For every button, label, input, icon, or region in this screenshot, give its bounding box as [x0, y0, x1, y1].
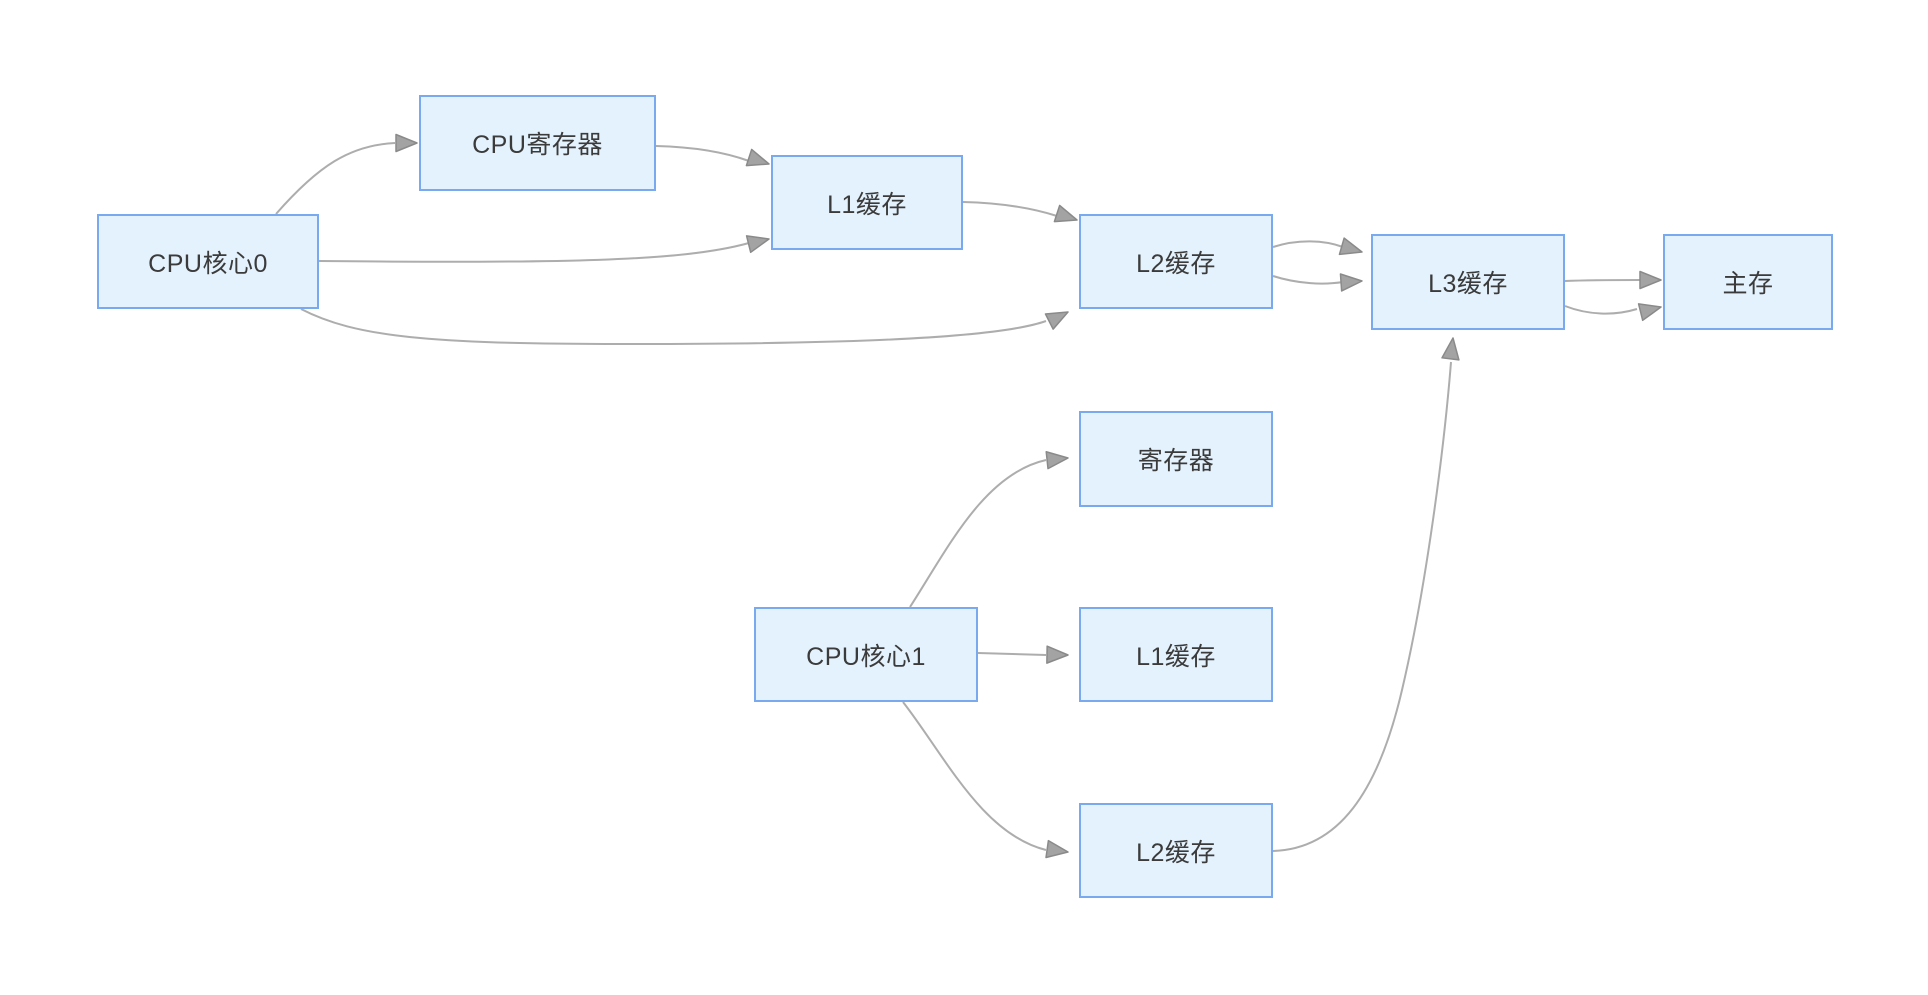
arrowhead-core0-to-registers: [395, 133, 418, 153]
node-label-l1-cache-core0: L1缓存: [827, 190, 907, 219]
edge-core1-to-registers: [909, 459, 1047, 608]
arrowhead-l2-core1-to-l3: [1441, 337, 1460, 361]
node-label-l3-cache: L3缓存: [1428, 270, 1508, 298]
node-cpu-core-1[interactable]: CPU核心1: [754, 607, 978, 702]
node-cpu-registers[interactable]: CPU寄存器: [419, 95, 656, 191]
node-l2-cache-core1[interactable]: L2缓存: [1079, 803, 1273, 898]
node-l1-cache-core0[interactable]: L1缓存: [771, 155, 963, 250]
arrowhead-core1-to-l1: [1046, 645, 1069, 664]
arrowhead-core1-to-registers: [1045, 450, 1069, 470]
node-label-cpu-registers: CPU寄存器: [472, 131, 603, 159]
node-label-l1-cache-core1: L1缓存: [1136, 642, 1216, 671]
arrowhead-l2-to-l3-lower: [1339, 273, 1363, 292]
edge-l1-to-l2: [962, 201, 1058, 217]
node-l3-cache[interactable]: L3缓存: [1371, 234, 1565, 330]
edge-l2-core1-to-l3: [1272, 361, 1452, 852]
edge-l2-to-l3-lower: [1272, 275, 1344, 285]
node-label-cpu-core-1: CPU核心1: [806, 642, 926, 671]
edge-l3-to-memory-lower: [1564, 305, 1638, 315]
node-l1-cache-core1[interactable]: L1缓存: [1079, 607, 1273, 702]
arrowhead-core0-to-l2: [1044, 311, 1069, 330]
edge-l3-to-memory-upper: [1564, 279, 1641, 282]
edge-core0-to-l1: [318, 242, 750, 263]
edge-core1-to-l1: [977, 652, 1047, 656]
arrowhead-l1-to-l2: [1053, 204, 1078, 223]
arrowhead-registers-to-l1: [745, 148, 770, 167]
edge-core1-to-l2: [902, 701, 1047, 851]
node-label-l2-cache-core1: L2缓存: [1136, 838, 1216, 867]
arrowhead-core1-to-l2: [1045, 839, 1069, 859]
node-main-memory[interactable]: 主存: [1663, 234, 1833, 330]
node-cpu-core-0[interactable]: CPU核心0: [97, 214, 319, 309]
arrowhead-core0-to-l1: [745, 235, 770, 254]
node-label-main-memory: 主存: [1722, 270, 1774, 298]
node-label-cpu-core-0: CPU核心0: [148, 249, 268, 278]
edge-l2-to-l3-upper: [1272, 240, 1344, 248]
edge-core0-to-registers: [275, 142, 396, 215]
edge-registers-to-l1: [655, 145, 750, 162]
arrowhead-l3-to-memory-upper: [1639, 270, 1662, 290]
node-label-l2-cache-core0: L2缓存: [1136, 249, 1216, 278]
node-registers-core1[interactable]: 寄存器: [1079, 411, 1273, 507]
arrowhead-l3-to-memory-lower: [1637, 303, 1662, 322]
node-label-registers-core1: 寄存器: [1137, 447, 1215, 475]
arrowhead-l2-to-l3-upper: [1338, 237, 1363, 256]
node-l2-cache-core0[interactable]: L2缓存: [1079, 214, 1273, 309]
edge-core0-to-l2: [300, 308, 1047, 346]
